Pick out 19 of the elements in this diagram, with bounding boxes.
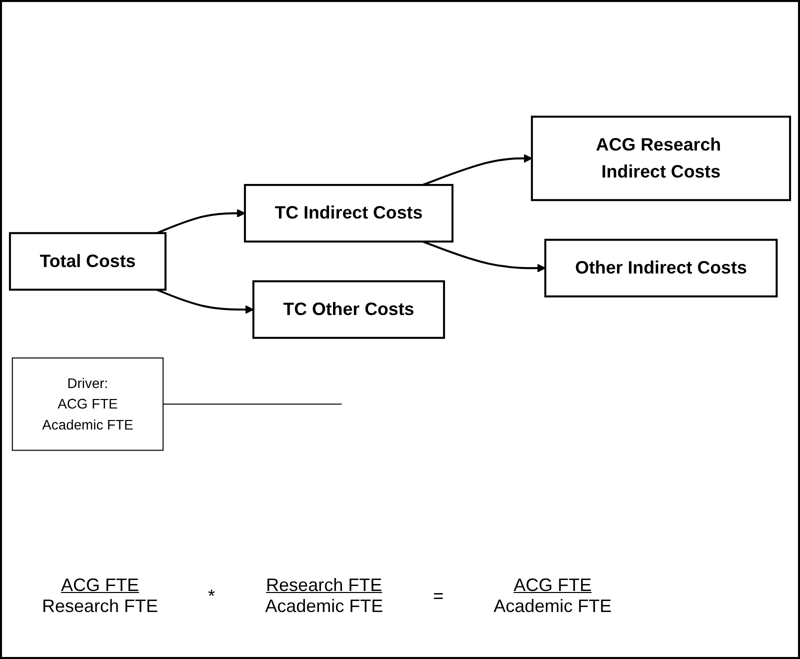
fraction-denominator: Academic FTE <box>494 596 612 617</box>
arrow <box>156 288 254 314</box>
arrow <box>422 240 546 272</box>
fraction-numerator: ACG FTE <box>61 575 140 596</box>
fraction-denominator: Research FTE <box>42 596 158 617</box>
arrow <box>156 208 246 234</box>
node-box: ACG Research Indirect Costs <box>530 116 792 202</box>
connector <box>162 404 342 405</box>
node-box: Driver: ACG FTE Academic FTE <box>12 357 164 451</box>
operator-sign: * <box>208 586 216 606</box>
fraction-numerator: ACG FTE <box>514 575 592 596</box>
node-box: TC Other Costs <box>252 280 446 339</box>
node-box: TC Indirect Costs <box>244 184 454 243</box>
node-box: Other Indirect Costs <box>544 238 778 298</box>
fraction-numerator: Research FTE <box>266 575 382 596</box>
arrow <box>422 154 532 186</box>
operator-sign: = <box>433 586 444 606</box>
fraction-denominator: Academic FTE <box>265 596 384 617</box>
node-box: Total Costs <box>8 232 166 291</box>
